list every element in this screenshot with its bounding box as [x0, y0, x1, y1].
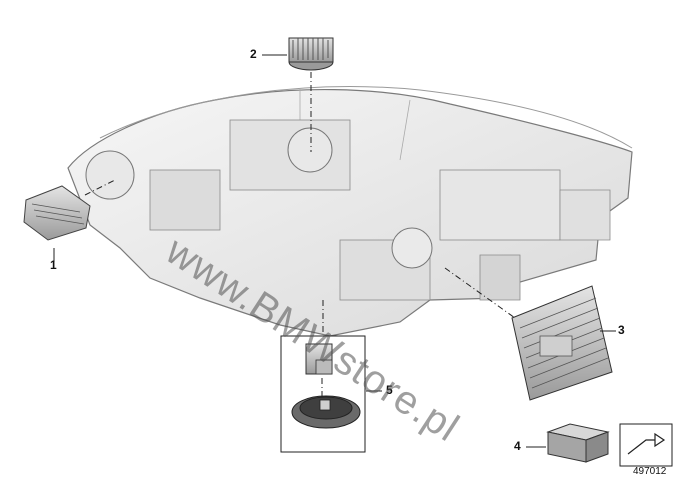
part-5-ring-base: [291, 395, 361, 429]
part-5-module: [305, 343, 333, 375]
dashdot-line-1: [84, 179, 116, 196]
arrow-right-icon[interactable]: [619, 423, 673, 467]
callout-5: 5: [386, 383, 393, 397]
part-2-fan-module: [288, 37, 334, 71]
callout-4: 4: [514, 439, 521, 453]
diagram-number: 497012: [633, 466, 667, 477]
part-3-led-driver: [511, 285, 613, 401]
dashdot-line-3: [444, 267, 516, 319]
headlight-housing: [67, 86, 633, 337]
callout-3: 3: [618, 323, 625, 337]
callout-1: 1: [50, 258, 57, 272]
part-5-kit-group: [280, 335, 366, 453]
part-4-small-box: [546, 423, 610, 463]
callout-2: 2: [250, 47, 257, 61]
part-1-control-unit: [23, 185, 91, 241]
